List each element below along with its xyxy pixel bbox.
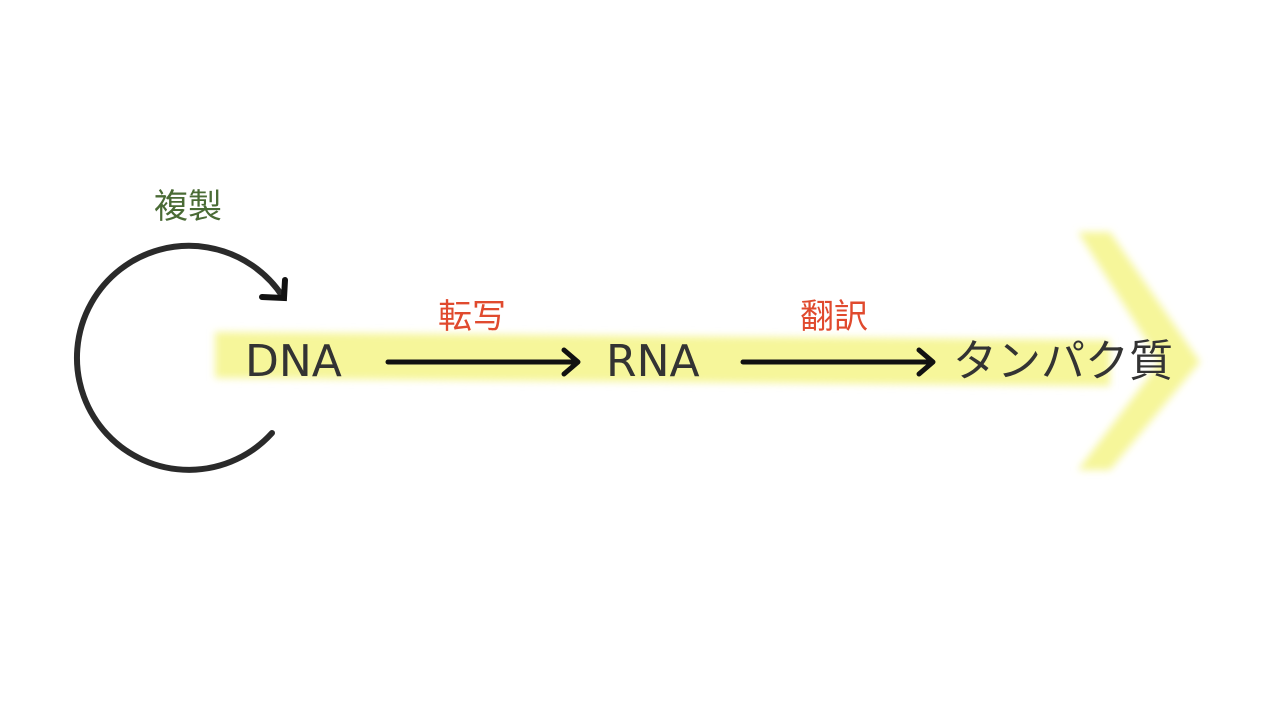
protein-node: タンパク質 [953,336,1173,387]
rna-node: RNA [606,336,700,387]
replication-loop-arrow [73,242,288,473]
translation-arrow [740,347,936,377]
transcription-arrow [385,347,581,377]
translation-label: 翻訳 [800,297,868,337]
replication-label: 複製 [154,187,222,227]
transcription-label: 転写 [438,297,506,337]
highlight-arrow [215,232,1200,470]
dna-node: DNA [245,336,342,387]
